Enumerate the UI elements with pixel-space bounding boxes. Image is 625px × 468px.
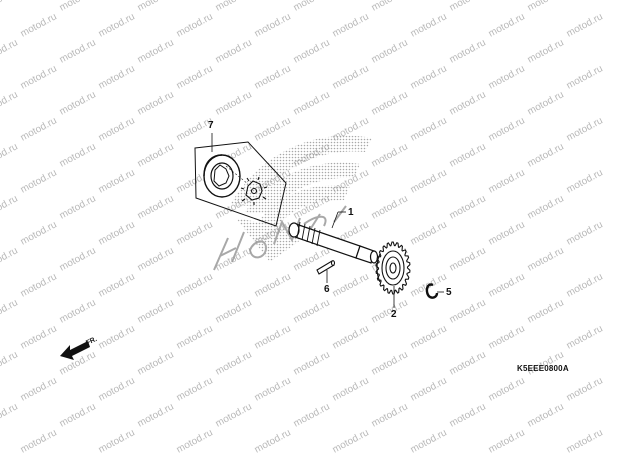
brand-logo-halftone [213,135,372,271]
callout-5: 5 [446,287,452,298]
diagram-code: K5EEE0800A [517,364,569,373]
oil-pump-assembly [194,141,287,227]
callout-7: 7 [208,120,214,131]
callout-1: 1 [348,207,354,218]
snap-ring [425,283,439,299]
callout-2: 2 [391,309,397,320]
dowel-pin [316,260,336,275]
pump-driven-gear [375,241,411,295]
callout-leaders [211,133,444,308]
callout-6: 6 [324,284,330,295]
front-direction-arrow [60,341,90,360]
pump-shaft [288,221,379,264]
